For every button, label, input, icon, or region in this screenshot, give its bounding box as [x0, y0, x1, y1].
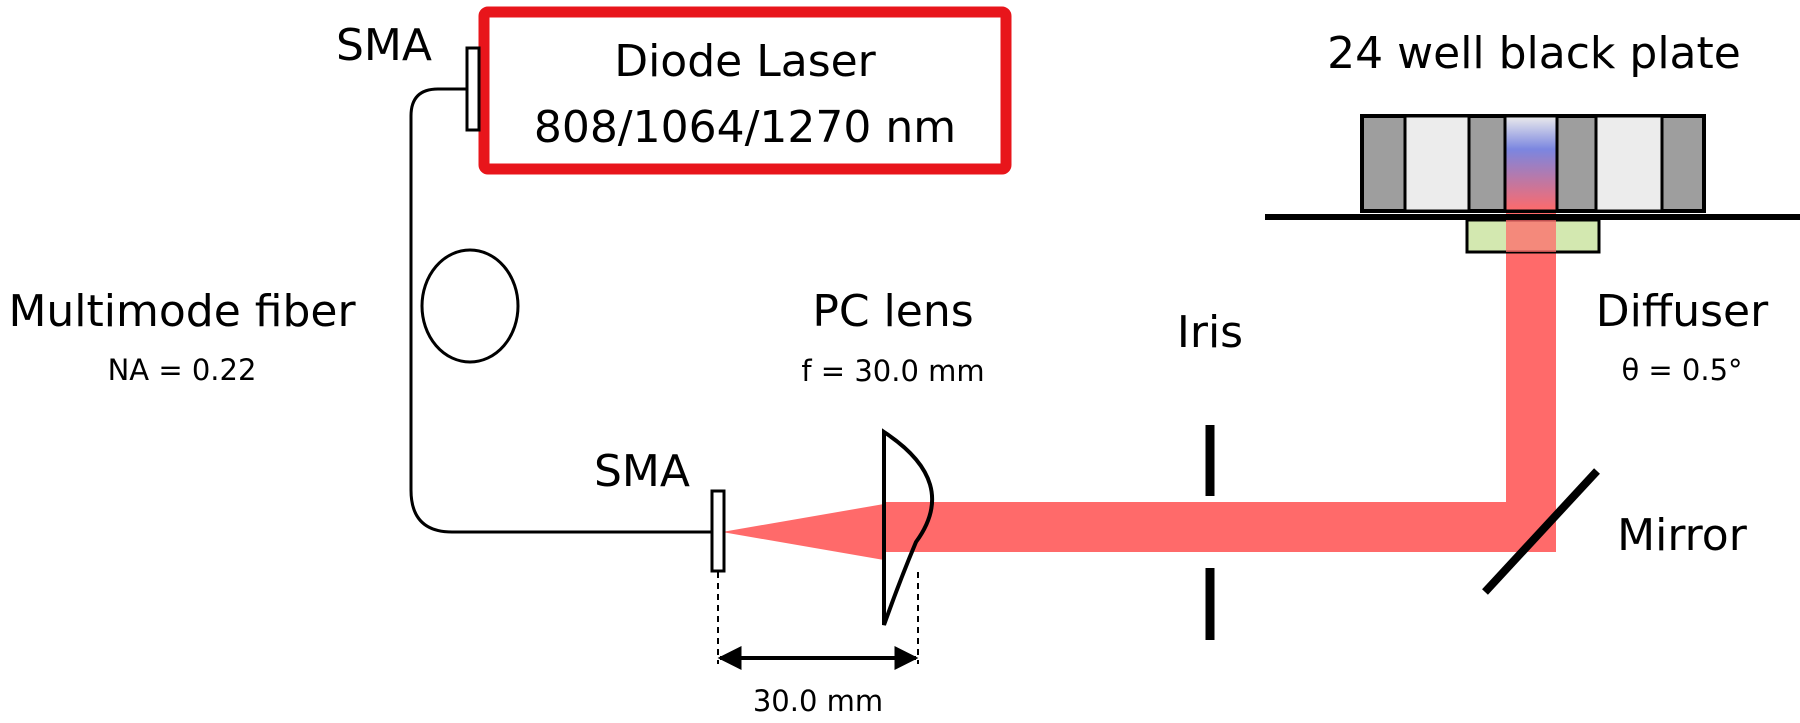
well-left	[1403, 114, 1471, 213]
diffuser-angle: θ = 0.5°	[1621, 353, 1742, 387]
laser-wavelengths: 808/1064/1270 nm	[534, 102, 956, 153]
plate-label: 24 well black plate	[1327, 28, 1741, 79]
multimode-fiber	[409, 87, 712, 534]
diode-laser-box	[478, 6, 1012, 175]
vertical-beam	[1506, 205, 1556, 552]
well-sample	[1503, 114, 1559, 213]
diverging-beam	[722, 504, 884, 560]
sma-top-label: SMA	[336, 20, 432, 71]
well-plate	[1360, 114, 1706, 213]
laser-title: Diode Laser	[614, 36, 876, 87]
collimated-beam	[884, 502, 1555, 552]
fiber-na: NA = 0.22	[108, 353, 257, 387]
fiber-label: Multimode fiber	[8, 286, 356, 337]
mirror	[1482, 468, 1600, 595]
lens-label: PC lens	[812, 286, 973, 337]
diffuser-beam-pass	[1506, 220, 1556, 252]
pc-lens	[882, 428, 935, 626]
sma-connector-top	[465, 46, 481, 132]
distance-label: 30.0 mm	[753, 684, 883, 718]
well-right	[1594, 114, 1664, 213]
mirror-label: Mirror	[1617, 510, 1748, 561]
diffuser-label: Diffuser	[1596, 286, 1769, 337]
iris-label: Iris	[1177, 307, 1243, 358]
fiber-coil	[420, 248, 520, 364]
lens-focal: f = 30.0 mm	[801, 354, 984, 388]
sma-connector-bottom	[710, 489, 726, 573]
sma-bottom-label: SMA	[594, 446, 690, 497]
